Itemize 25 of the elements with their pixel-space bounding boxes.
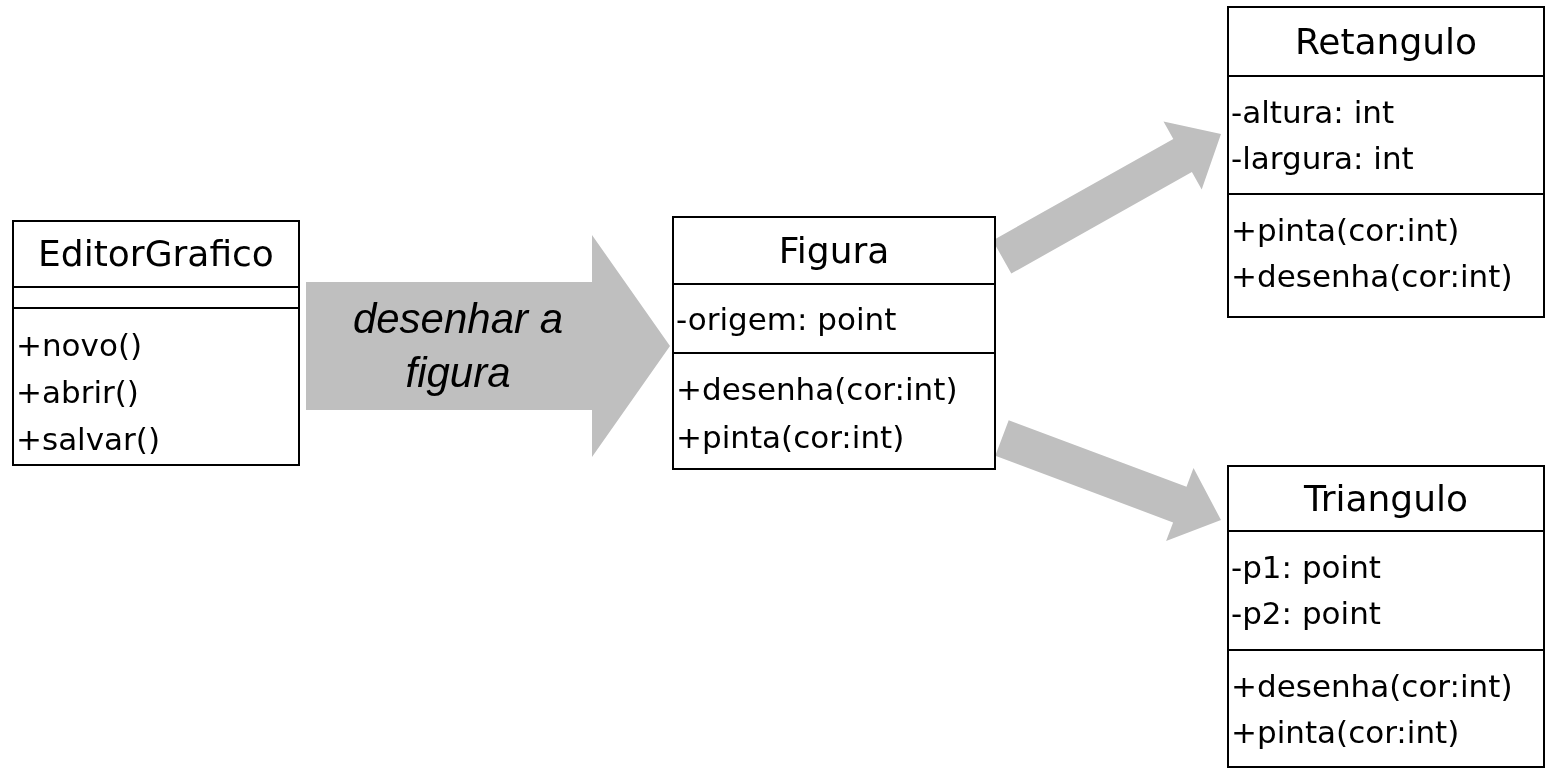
method-text: +desenha(cor:int)	[1230, 257, 1513, 296]
class-box	[12, 220, 300, 466]
class-box	[672, 216, 996, 470]
attribute-text: -altura: int	[1230, 93, 1395, 132]
method-text: +desenha(cor:int)	[1230, 667, 1513, 706]
class-box	[1227, 465, 1545, 768]
method-text: +pinta(cor:int)	[1230, 713, 1460, 752]
class-name: Figura	[778, 229, 890, 272]
class-name: EditorGrafico	[38, 233, 274, 275]
class-name: Retangulo	[1294, 20, 1478, 63]
attribute-text: -largura: int	[1230, 139, 1414, 178]
method-text: +novo()	[15, 326, 143, 365]
attribute-text: -p2: point	[1230, 594, 1381, 633]
class-box	[1227, 6, 1545, 318]
attribute-text: -p1: point	[1230, 548, 1381, 587]
method-text: +pinta(cor:int)	[675, 418, 905, 457]
method-text: +abrir()	[15, 373, 139, 412]
method-text: +desenha(cor:int)	[675, 370, 958, 409]
block-arrow	[995, 420, 1221, 542]
method-text: +pinta(cor:int)	[1230, 211, 1460, 250]
attribute-text: -origem: point	[675, 300, 897, 339]
method-text: +salvar()	[15, 420, 160, 459]
block-arrow	[306, 235, 670, 457]
class-name: Triangulo	[1303, 477, 1469, 520]
edge-label: desenhar a figura	[351, 294, 565, 398]
